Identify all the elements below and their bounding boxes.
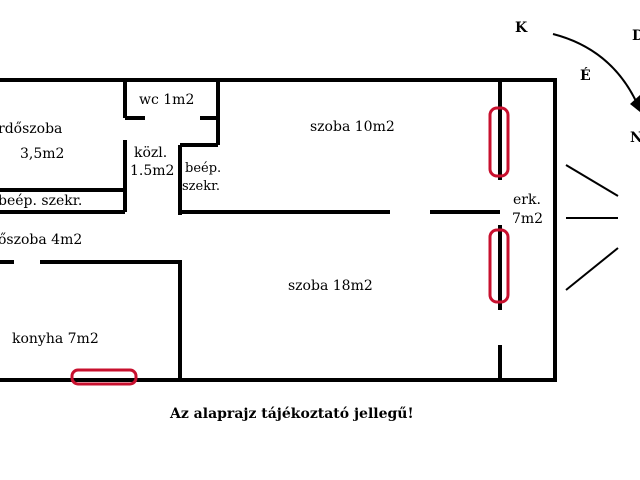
- room-large-label: szoba 18m2: [288, 278, 373, 294]
- compass-n: N: [630, 130, 640, 146]
- builtin-1b-label: szekr.: [182, 179, 220, 194]
- builtin-1-label: beép.: [185, 161, 221, 176]
- radiators: [70, 106, 510, 386]
- compass-k: K: [515, 20, 528, 36]
- radiator-lower: [488, 228, 510, 304]
- radiator-upper: [488, 106, 510, 178]
- kitchen-label: konyha 7m2: [12, 331, 99, 347]
- compass-graphic: [552, 33, 640, 291]
- compass-d: D: [632, 28, 640, 44]
- compass-e: É: [580, 66, 591, 84]
- balcony-label: erk.: [513, 192, 541, 208]
- balcony-area-label: 7m2: [512, 211, 543, 227]
- interior-walls: [0, 80, 502, 380]
- corridor-label: közl.: [134, 145, 167, 161]
- bathroom-label: rdőszoba: [0, 121, 62, 137]
- disclaimer-note: Az alaprajz tájékoztató jellegű!: [169, 406, 414, 422]
- corridor-area-label: 1.5m2: [130, 163, 174, 179]
- wc-label: wc 1m2: [139, 92, 194, 108]
- bathroom-area-label: 3,5m2: [20, 146, 64, 162]
- outer-walls: [0, 78, 557, 382]
- builtin-2-label: beép. szekr.: [0, 193, 82, 209]
- room-small-label: szoba 10m2: [310, 119, 395, 135]
- radiator-kitchen: [70, 368, 138, 386]
- room-4-label: őszoba 4m2: [0, 232, 82, 248]
